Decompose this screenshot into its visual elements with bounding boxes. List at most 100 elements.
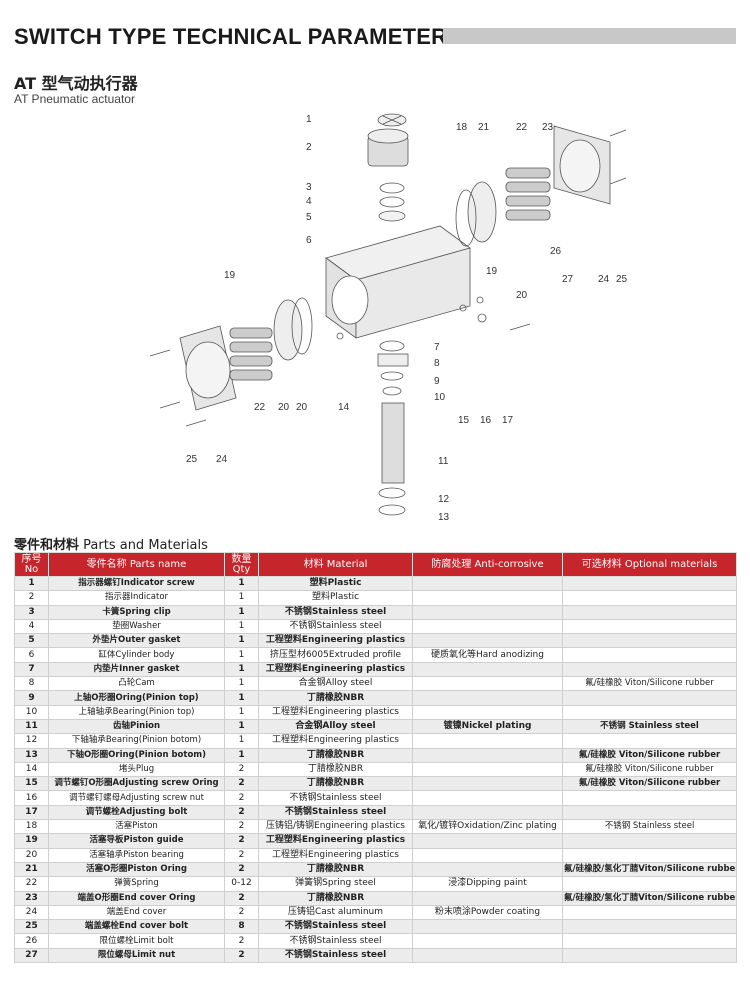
cell-name: 堵头Plug: [48, 761, 225, 778]
callout-26: 26: [550, 246, 562, 257]
cell-no: 5: [14, 633, 49, 649]
cell-qty: 1: [224, 590, 259, 606]
cell-anti: [412, 590, 563, 606]
page-title: SWITCH TYPE TECHNICAL PARAMETER: [14, 24, 448, 49]
cell-optional: [562, 704, 737, 720]
cell-anti: [412, 833, 563, 849]
cell-optional: [562, 919, 737, 935]
cell-anti: [412, 676, 563, 692]
cell-name: 限位螺母Limit nut: [48, 947, 225, 964]
cell-name: 端盖螺栓End cover bolt: [48, 919, 225, 935]
cell-no: 2: [14, 590, 49, 606]
cell-optional: [562, 790, 737, 806]
header-no-en: No: [24, 563, 39, 575]
cell-qty: 2: [224, 833, 259, 849]
cell-no: 8: [14, 676, 49, 692]
cell-material: 压铸铝Cast aluminum: [258, 904, 413, 921]
cell-anti: [412, 847, 563, 863]
header-anti: 防腐处理 Anti-corrosive: [412, 552, 563, 577]
cell-material: 弹簧钢Spring steel: [258, 876, 413, 892]
cell-optional: [562, 590, 737, 606]
table-header-row: 序号 No 零件名称 Parts name 数量 Qty 材料 Material…: [14, 552, 737, 577]
cell-no: 19: [14, 833, 49, 849]
section-title: 零件和材料 Parts and Materials: [14, 534, 208, 553]
cell-anti: [412, 933, 563, 949]
cell-material: 塑料Plastic: [258, 590, 413, 606]
cell-name: 端盖End cover: [48, 904, 225, 921]
cell-anti: [412, 690, 563, 706]
cell-optional: 不锈钢 Stainless steel: [562, 819, 737, 835]
cell-name: 内垫片Inner gasket: [48, 661, 225, 678]
cell-qty: 1: [224, 718, 259, 735]
exploded-diagram-svg: 1 2 3 4 5 6 7 8 9 10 11 12 13 14 15 16 1…: [149, 113, 628, 523]
cell-optional: [562, 933, 737, 949]
cell-anti: [412, 747, 563, 763]
cell-name: 外垫片Outer gasket: [48, 633, 225, 649]
callout-17: 17: [502, 415, 514, 426]
callout-2: 2: [306, 142, 312, 153]
cell-material: 工程塑料Engineering plastics: [258, 661, 413, 678]
cell-qty: 0-12: [224, 876, 259, 892]
callout-11: 11: [438, 456, 449, 467]
cell-optional: 不锈钢 Stainless steel: [562, 718, 737, 735]
cell-no: 1: [14, 575, 49, 592]
cell-anti: [412, 704, 563, 720]
cell-material: 不锈钢Stainless steel: [258, 947, 413, 964]
cell-no: 9: [14, 690, 49, 706]
header-qty-cn: 数量: [231, 553, 252, 565]
cell-no: 23: [14, 890, 49, 906]
washer-part: [379, 196, 405, 208]
cell-optional: [562, 575, 737, 592]
callout-13: 13: [438, 512, 450, 523]
callout-6: 6: [306, 235, 312, 246]
part-callouts: 1 2 3 4 5 6 7 8 9 10 11 12 13 14 15 16 1…: [186, 114, 628, 523]
cell-no: 26: [14, 933, 49, 949]
callout-5: 5: [306, 212, 312, 223]
cell-name: 缸体Cylinder body: [48, 647, 225, 663]
callout-22b: 22: [516, 122, 528, 133]
cell-optional: [562, 690, 737, 706]
cell-qty: 2: [224, 890, 259, 906]
cell-anti: [412, 661, 563, 678]
cell-material: 工程塑料Engineering plastics: [258, 833, 413, 849]
cell-anti: [412, 890, 563, 906]
cell-qty: 2: [224, 776, 259, 792]
cell-qty: 2: [224, 790, 259, 806]
cell-name: 活塞导板Piston guide: [48, 833, 225, 849]
cell-anti: [412, 861, 563, 878]
cell-name: 活塞轴承Piston bearing: [48, 847, 225, 863]
cell-no: 22: [14, 876, 49, 892]
cell-material: 不锈钢Stainless steel: [258, 933, 413, 949]
cell-optional: [562, 647, 737, 663]
cell-no: 13: [14, 747, 49, 763]
cell-material: 挤压型材6005Extruded profile: [258, 647, 413, 663]
cell-anti: 浸漆Dipping paint: [412, 876, 563, 892]
cell-optional: 氟/硅橡胶 Viton/Silicone rubber: [562, 761, 737, 778]
callout-20a: 20: [278, 402, 290, 413]
callout-25a: 25: [186, 454, 198, 465]
cell-no: 16: [14, 790, 49, 806]
cell-material: 不锈钢Stainless steel: [258, 618, 413, 635]
exploded-diagram: 1 2 3 4 5 6 7 8 9 10 11 12 13 14 15 16 1…: [140, 108, 640, 528]
cell-material: 不锈钢Stainless steel: [258, 919, 413, 935]
header-optional: 可选材料 Optional materials: [562, 552, 737, 577]
cell-no: 3: [14, 604, 49, 620]
header-qty-en: Qty: [232, 563, 251, 575]
callout-24a: 24: [216, 454, 228, 465]
cell-name: 上轴轴承Bearing(Pinion top): [48, 704, 225, 720]
cell-optional: 氟/硅橡胶 Viton/Silicone rubber: [562, 676, 737, 692]
cell-anti: [412, 633, 563, 649]
cell-qty: 1: [224, 733, 259, 749]
cell-qty: 2: [224, 804, 259, 821]
